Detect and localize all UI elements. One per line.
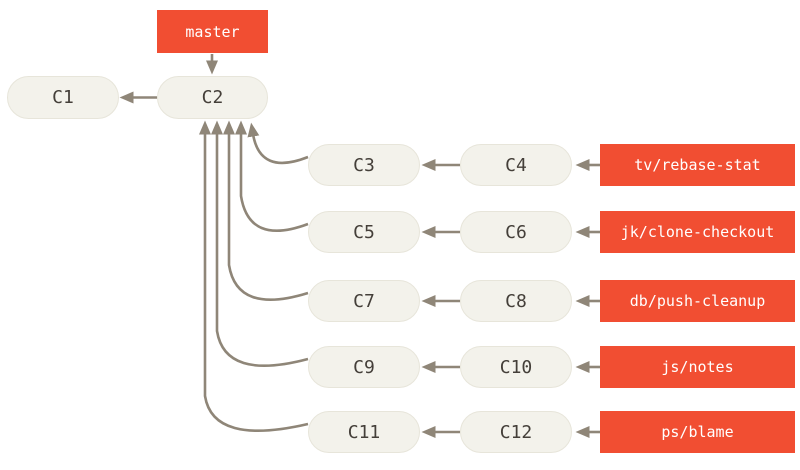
branch-label-text: js/notes <box>661 358 734 376</box>
commit-label: C9 <box>353 356 375 378</box>
commit-node-c1: C1 <box>7 76 119 119</box>
commit-label: C8 <box>505 290 527 312</box>
branch-label-text: tv/rebase-stat <box>634 156 761 174</box>
commit-node-c12: C12 <box>460 411 572 453</box>
branch-label-jk-clone-checkout: jk/clone-checkout <box>600 211 795 253</box>
edge-c3-c2 <box>247 122 309 165</box>
branch-label-text: db/push-cleanup <box>629 292 766 310</box>
commit-node-c7: C7 <box>308 280 420 322</box>
branch-label-tv-rebase-stat: tv/rebase-stat <box>600 144 795 186</box>
commit-node-c6: C6 <box>460 211 572 253</box>
branch-label-master-text: master <box>185 22 240 41</box>
commit-label: C5 <box>353 221 375 243</box>
commit-label: C3 <box>353 154 375 176</box>
commit-label: C2 <box>201 87 224 108</box>
edge-c7-c2 <box>223 120 309 301</box>
commit-label: C1 <box>52 87 74 108</box>
commit-node-c5: C5 <box>308 211 420 253</box>
commit-label: C11 <box>347 421 381 443</box>
commit-node-c10: C10 <box>460 346 572 388</box>
commit-label: C10 <box>499 356 533 378</box>
commit-label: C7 <box>353 290 375 312</box>
edge-c5-c2 <box>235 120 309 233</box>
edge-c9-c2 <box>211 120 309 367</box>
commit-node-c2: C2 <box>157 76 268 119</box>
commit-label: C6 <box>505 221 527 243</box>
edge-c11-c2 <box>199 120 309 432</box>
commit-node-c3: C3 <box>308 144 420 186</box>
commit-node-c8: C8 <box>460 280 572 322</box>
branch-label-text: ps/blame <box>661 423 734 441</box>
commit-node-c4: C4 <box>460 144 572 186</box>
commit-label: C4 <box>505 154 527 176</box>
branch-label-js-notes: js/notes <box>600 346 795 388</box>
branch-label-text: jk/clone-checkout <box>620 223 775 241</box>
commit-node-c11: C11 <box>308 411 420 453</box>
branch-label-ps-blame: ps/blame <box>600 411 795 453</box>
branch-label-master: master <box>157 10 268 53</box>
commit-node-c9: C9 <box>308 346 420 388</box>
branch-label-db-push-cleanup: db/push-cleanup <box>600 280 795 322</box>
commit-label: C12 <box>499 421 533 443</box>
